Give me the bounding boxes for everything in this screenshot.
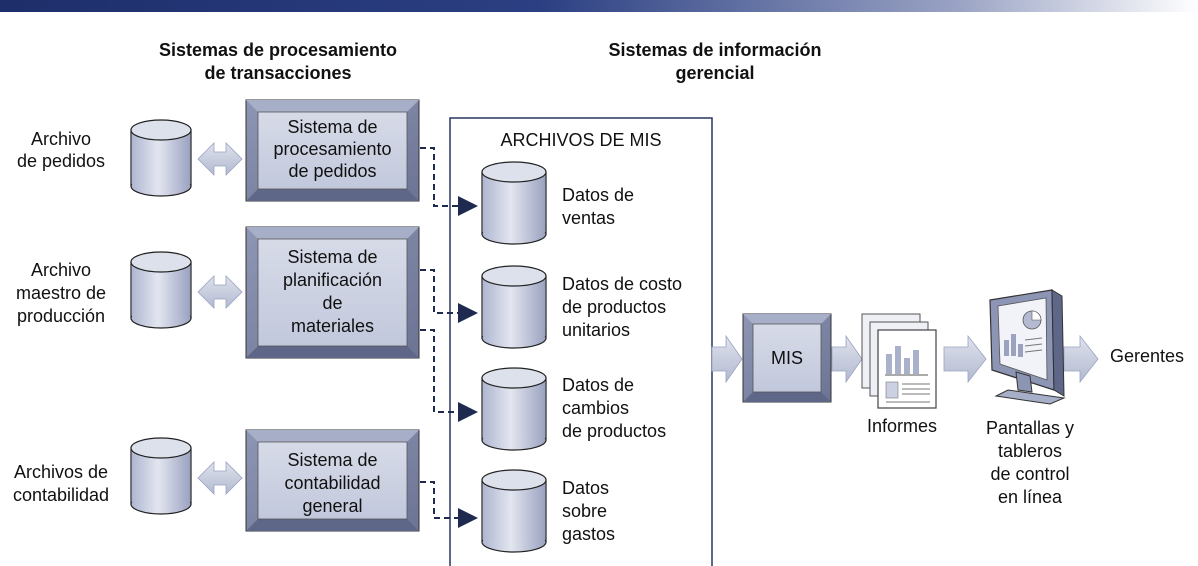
product-changes-data-label-2: cambios	[562, 398, 630, 418]
unit-cost-data-cylinder	[481, 265, 547, 349]
materials-planning-label-2: planificación	[282, 270, 383, 290]
orders-double-arrow	[197, 142, 243, 176]
sales-data-label-1: Datos de	[562, 185, 635, 205]
order-processing-label-2: procesamiento	[273, 139, 392, 159]
accounting-double-arrow	[197, 461, 243, 495]
order-processing-system-box	[245, 99, 420, 202]
materials-planning-label-4: materiales	[290, 316, 375, 336]
materials-planning-system-box	[245, 226, 420, 359]
monitor-icon	[989, 289, 1066, 405]
dashed-connector-ledger-expenses	[420, 481, 478, 528]
expenses-data-label-3: gastos	[562, 524, 616, 544]
materials-planning-label-3: de	[322, 293, 343, 313]
mis-files-title: ARCHIVOS DE MIS	[500, 130, 662, 150]
orders-file-label-1: Archivo	[30, 129, 92, 149]
mis-box-label: MIS	[770, 348, 803, 368]
production-file-label-1: Archivo	[30, 260, 92, 280]
reports-icon	[861, 313, 937, 409]
materials-planning-label-1: Sistema de	[287, 247, 378, 267]
flow-arrow-to-managers	[1063, 334, 1099, 384]
production-double-arrow	[197, 275, 243, 309]
mis-header-line-2: gerencial	[675, 63, 755, 83]
reports-label: Informes	[866, 416, 938, 436]
mis-header-line-1: Sistemas de información	[608, 40, 822, 60]
general-ledger-system-box	[245, 429, 420, 532]
sales-data-cylinder	[481, 161, 547, 245]
general-ledger-label-3: general	[302, 496, 363, 516]
sales-data-label-2: ventas	[562, 208, 616, 228]
product-changes-data-cylinder	[481, 367, 547, 451]
dashed-connector-planning-cost	[420, 269, 478, 323]
flow-arrow-to-reports	[831, 334, 863, 384]
production-file-label-2: maestro de	[15, 283, 107, 303]
flow-arrow-to-mis	[711, 334, 743, 384]
dashed-connector-planning-changes	[420, 329, 478, 422]
expenses-data-label-2: sobre	[562, 501, 608, 521]
general-ledger-label-2: contabilidad	[284, 473, 381, 493]
dashed-connector-orders-sales	[420, 147, 478, 216]
tps-header-line-1: Sistemas de procesamiento	[158, 40, 398, 60]
production-file-label-3: producción	[16, 306, 106, 326]
screens-label-2: tableros	[997, 441, 1063, 461]
accounting-file-cylinder	[130, 437, 192, 515]
accounting-file-label-1: Archivos de	[13, 462, 109, 482]
production-file-cylinder	[130, 251, 192, 329]
orders-file-cylinder	[130, 119, 192, 197]
flow-arrow-to-screens	[943, 334, 987, 384]
product-changes-data-label-3: de productos	[562, 421, 667, 441]
orders-file-label-2: de pedidos	[16, 151, 106, 171]
screens-label-4: en línea	[997, 487, 1063, 507]
expenses-data-label-1: Datos	[562, 478, 610, 498]
accounting-file-label-2: contabilidad	[12, 485, 110, 505]
screens-label-3: de control	[990, 464, 1070, 484]
tps-header-line-2: de transacciones	[204, 63, 352, 83]
screens-label-1: Pantallas y	[985, 418, 1075, 438]
general-ledger-label-1: Sistema de	[287, 450, 378, 470]
order-processing-label-1: Sistema de	[287, 117, 378, 137]
unit-cost-data-label-3: unitarios	[562, 320, 631, 340]
product-changes-data-label-1: Datos de	[562, 375, 635, 395]
order-processing-label-3: de pedidos	[288, 161, 377, 181]
unit-cost-data-label-1: Datos de costo	[562, 274, 683, 294]
expenses-data-cylinder	[481, 469, 547, 553]
top-accent-bar	[0, 0, 1198, 12]
mis-box	[742, 313, 832, 403]
unit-cost-data-label-2: de productos	[562, 297, 667, 317]
managers-label: Gerentes	[1109, 346, 1185, 366]
